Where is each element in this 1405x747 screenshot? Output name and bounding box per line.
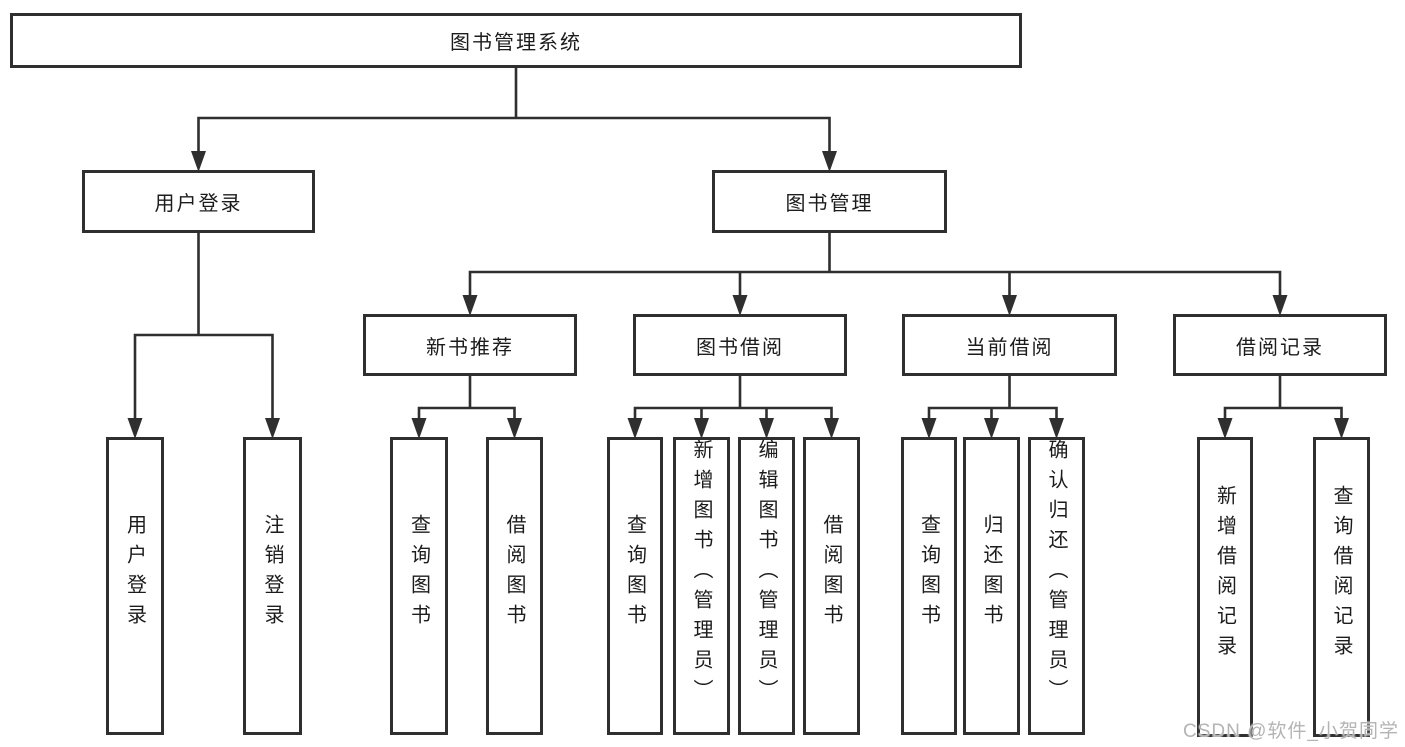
arrowhead-leaf-bb-edit	[759, 418, 774, 439]
arrowhead-borrow-records	[1272, 295, 1288, 316]
arrowhead-leaf-bb-query	[627, 418, 643, 439]
diagram-box-leaf-bb-query: 查询图书	[607, 437, 663, 735]
arrowhead-book-mgmt	[822, 151, 837, 172]
connector-current-borrow	[927, 376, 1058, 421]
connector-user-login	[133, 233, 274, 421]
arrowhead-leaf-nb-query	[411, 418, 427, 439]
connector-root	[197, 68, 831, 154]
diagram-box-book-mgmt: 图书管理	[712, 170, 947, 233]
diagram-box-borrow-records: 借阅记录	[1173, 314, 1387, 376]
diagram-box-leaf-bb-add: 新增图书（管理员）	[673, 437, 730, 735]
diagram-box-leaf-nb-query: 查询图书	[390, 437, 448, 735]
arrowhead-leaf-cb-confirm	[1049, 418, 1064, 439]
diagram-box-leaf-bb-edit: 编辑图书（管理员）	[738, 437, 795, 735]
arrowhead-leaf-cb-return	[984, 418, 999, 439]
arrowhead-leaf-bb-add	[694, 418, 709, 439]
arrowhead-leaf-logout	[265, 418, 280, 439]
diagram-box-leaf-br-add: 新增借阅记录	[1197, 437, 1253, 737]
diagram-box-current-borrow: 当前借阅	[902, 314, 1117, 376]
diagram-box-user-login: 用户登录	[82, 170, 315, 233]
arrowhead-new-books	[462, 295, 478, 316]
diagram-box-book-borrow: 图书借阅	[633, 314, 847, 376]
arrowhead-leaf-nb-borrow	[507, 418, 522, 439]
diagram-box-root: 图书管理系统	[10, 13, 1022, 68]
diagram-box-leaf-cb-return: 归还图书	[963, 437, 1020, 735]
arrowhead-leaf-user-login	[127, 418, 143, 439]
diagram-box-leaf-br-query: 查询借阅记录	[1313, 437, 1370, 737]
connector-new-books	[417, 376, 516, 421]
arrowhead-leaf-cb-query	[921, 418, 937, 439]
diagram-box-leaf-user-login: 用户登录	[106, 437, 164, 735]
arrowhead-user-login	[191, 151, 206, 172]
diagram-box-leaf-bb-borrow: 借阅图书	[803, 437, 860, 735]
diagram-box-leaf-nb-borrow: 借阅图书	[486, 437, 543, 735]
arrowhead-leaf-br-add	[1217, 418, 1233, 439]
diagram-box-leaf-cb-query: 查询图书	[901, 437, 957, 735]
watermark-text: CSDN @软件_小贺同学	[1183, 721, 1399, 742]
diagram-box-leaf-logout: 注销登录	[243, 437, 302, 735]
arrowhead-current-borrow	[1002, 295, 1017, 316]
arrowhead-book-borrow	[732, 295, 748, 316]
arrowhead-leaf-br-query	[1334, 418, 1349, 439]
diagram-box-leaf-cb-confirm: 确认归还（管理员）	[1028, 437, 1085, 735]
connector-book-mgmt	[468, 233, 1282, 298]
connector-borrow-records	[1223, 376, 1343, 421]
connector-book-borrow	[633, 376, 833, 421]
arrowhead-leaf-bb-borrow	[824, 418, 839, 439]
diagram-box-new-books: 新书推荐	[363, 314, 577, 376]
